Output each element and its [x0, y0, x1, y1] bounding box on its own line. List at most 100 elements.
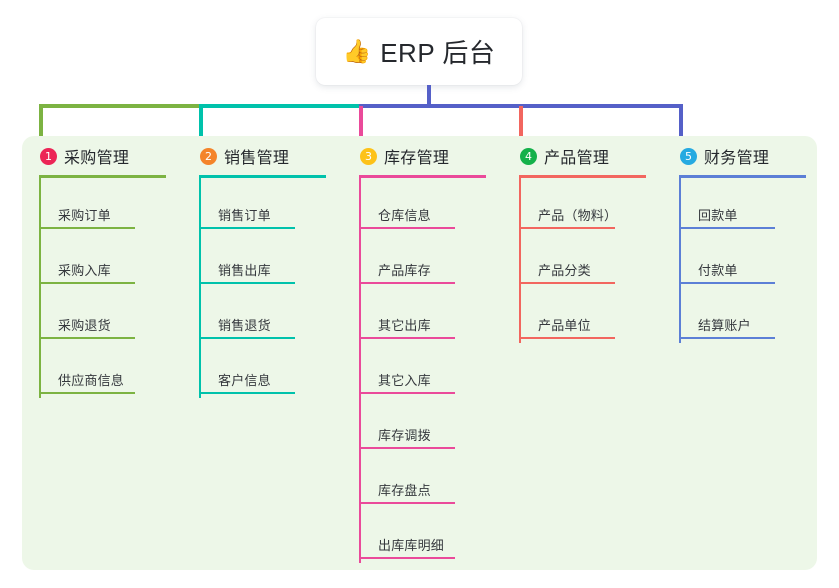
branch-item-label: 付款单	[698, 263, 738, 278]
branch-header-rule-5	[679, 175, 806, 178]
branch-badge-4: 4	[520, 147, 537, 165]
branch-item-rule	[199, 337, 295, 339]
branch-item[interactable]: 供应商信息	[39, 343, 182, 398]
branch-trunk-3	[359, 178, 361, 563]
branch-item[interactable]: 产品分类	[519, 233, 662, 288]
branch-item-label: 供应商信息	[58, 373, 125, 388]
branch-item-label: 结算账户	[698, 318, 751, 333]
branch-items-3: 仓库信息产品库存其它出库其它入库库存调拨库存盘点出库库明细	[342, 178, 502, 563]
branch-item-label: 库存调拨	[378, 428, 431, 443]
branch-title-4: 产品管理	[544, 150, 610, 167]
connector-bar-segment-2	[199, 104, 359, 108]
branch-item-label: 产品单位	[538, 318, 591, 333]
connector-drop-5	[679, 106, 683, 140]
branch-item-label: 采购订单	[58, 208, 111, 223]
branch-item-rule	[39, 392, 135, 394]
branch-item[interactable]: 其它入库	[359, 343, 502, 398]
branch-item[interactable]: 客户信息	[199, 343, 342, 398]
branch-item-rule	[199, 392, 295, 394]
branch-item-label: 库存盘点	[378, 483, 431, 498]
branch-trunk-5	[679, 178, 681, 343]
branch-trunk-4	[519, 178, 521, 343]
branch-item-rule	[519, 227, 615, 229]
branch-item-label: 产品分类	[538, 263, 591, 278]
branch-item[interactable]: 付款单	[679, 233, 822, 288]
branch-item-label: 销售退货	[218, 318, 271, 333]
branch-trunk-1	[39, 178, 41, 398]
connector-drop-2	[199, 106, 203, 140]
branch-item-rule	[519, 282, 615, 284]
branch-item[interactable]: 其它出库	[359, 288, 502, 343]
branch-item[interactable]: 销售出库	[199, 233, 342, 288]
branch-item[interactable]: 产品单位	[519, 288, 662, 343]
branch-header-rule-2	[199, 175, 326, 178]
branch-item-label: 其它出库	[378, 318, 431, 333]
branch-item-rule	[359, 447, 455, 449]
branch-item-label: 仓库信息	[378, 208, 431, 223]
branch-title-1: 采购管理	[64, 150, 130, 167]
connector-drop-1	[39, 106, 43, 140]
branch-item-label: 客户信息	[218, 373, 271, 388]
branch-items-1: 采购订单采购入库采购退货供应商信息	[22, 178, 182, 398]
thumbs-up-icon: 👍	[342, 38, 372, 64]
connector-drop-4	[519, 106, 523, 140]
branch-item-rule	[679, 227, 775, 229]
branch-item-rule	[679, 337, 775, 339]
branch-item-rule	[519, 337, 615, 339]
branch-item-label: 产品（物料）	[538, 208, 618, 223]
branch-item[interactable]: 库存调拨	[359, 398, 502, 453]
branch-header-rule-3	[359, 175, 486, 178]
branch-item-rule	[39, 282, 135, 284]
branch-item[interactable]: 出库库明细	[359, 508, 502, 563]
branch-item-rule	[359, 282, 455, 284]
branch-item[interactable]: 采购订单	[39, 178, 182, 233]
branch-items-2: 销售订单销售出库销售退货客户信息	[182, 178, 342, 398]
branch-header-1[interactable]: 1 采购管理	[22, 136, 182, 174]
branch-item-label: 销售出库	[218, 263, 271, 278]
branch-item[interactable]: 采购退货	[39, 288, 182, 343]
root-node-card[interactable]: 👍 ERP 后台	[316, 18, 522, 85]
branch-title-5: 财务管理	[704, 150, 770, 167]
branch-badge-1: 1	[40, 147, 57, 165]
branch-item-rule	[359, 502, 455, 504]
branch-item-rule	[199, 282, 295, 284]
branch-item-rule	[359, 392, 455, 394]
branches-panel	[22, 136, 817, 570]
branch-item-label: 销售订单	[218, 208, 271, 223]
branch-item-label: 采购退货	[58, 318, 111, 333]
branch-item[interactable]: 仓库信息	[359, 178, 502, 233]
root-node-title: ERP 后台	[380, 38, 496, 68]
branch-item-label: 出库库明细	[378, 538, 445, 553]
branch-item[interactable]: 结算账户	[679, 288, 822, 343]
branch-item[interactable]: 产品（物料）	[519, 178, 662, 233]
branch-item[interactable]: 采购入库	[39, 233, 182, 288]
connector-drop-3	[359, 106, 363, 140]
branch-item[interactable]: 回款单	[679, 178, 822, 233]
branch-header-rule-1	[39, 175, 166, 178]
branch-item[interactable]: 产品库存	[359, 233, 502, 288]
branch-items-4: 产品（物料） 产品分类产品单位	[502, 178, 662, 343]
branch-item-rule	[359, 557, 455, 559]
branch-item-rule	[359, 227, 455, 229]
branch-trunk-2	[199, 178, 201, 398]
branch-item-rule	[39, 337, 135, 339]
branch-column-4: 4 产品管理产品（物料） 产品分类产品单位	[502, 136, 662, 570]
branch-badge-2: 2	[200, 147, 217, 165]
branch-item[interactable]: 销售订单	[199, 178, 342, 233]
branch-header-4[interactable]: 4 产品管理	[502, 136, 662, 174]
branch-items-5: 回款单付款单结算账户	[662, 178, 822, 343]
branch-item-rule	[39, 227, 135, 229]
branch-column-1: 1 采购管理采购订单采购入库采购退货供应商信息	[22, 136, 182, 570]
branch-item[interactable]: 销售退货	[199, 288, 342, 343]
branch-item[interactable]: 库存盘点	[359, 453, 502, 508]
branch-item-rule	[679, 282, 775, 284]
branch-item-rule	[359, 337, 455, 339]
branch-badge-3: 3	[360, 147, 377, 165]
